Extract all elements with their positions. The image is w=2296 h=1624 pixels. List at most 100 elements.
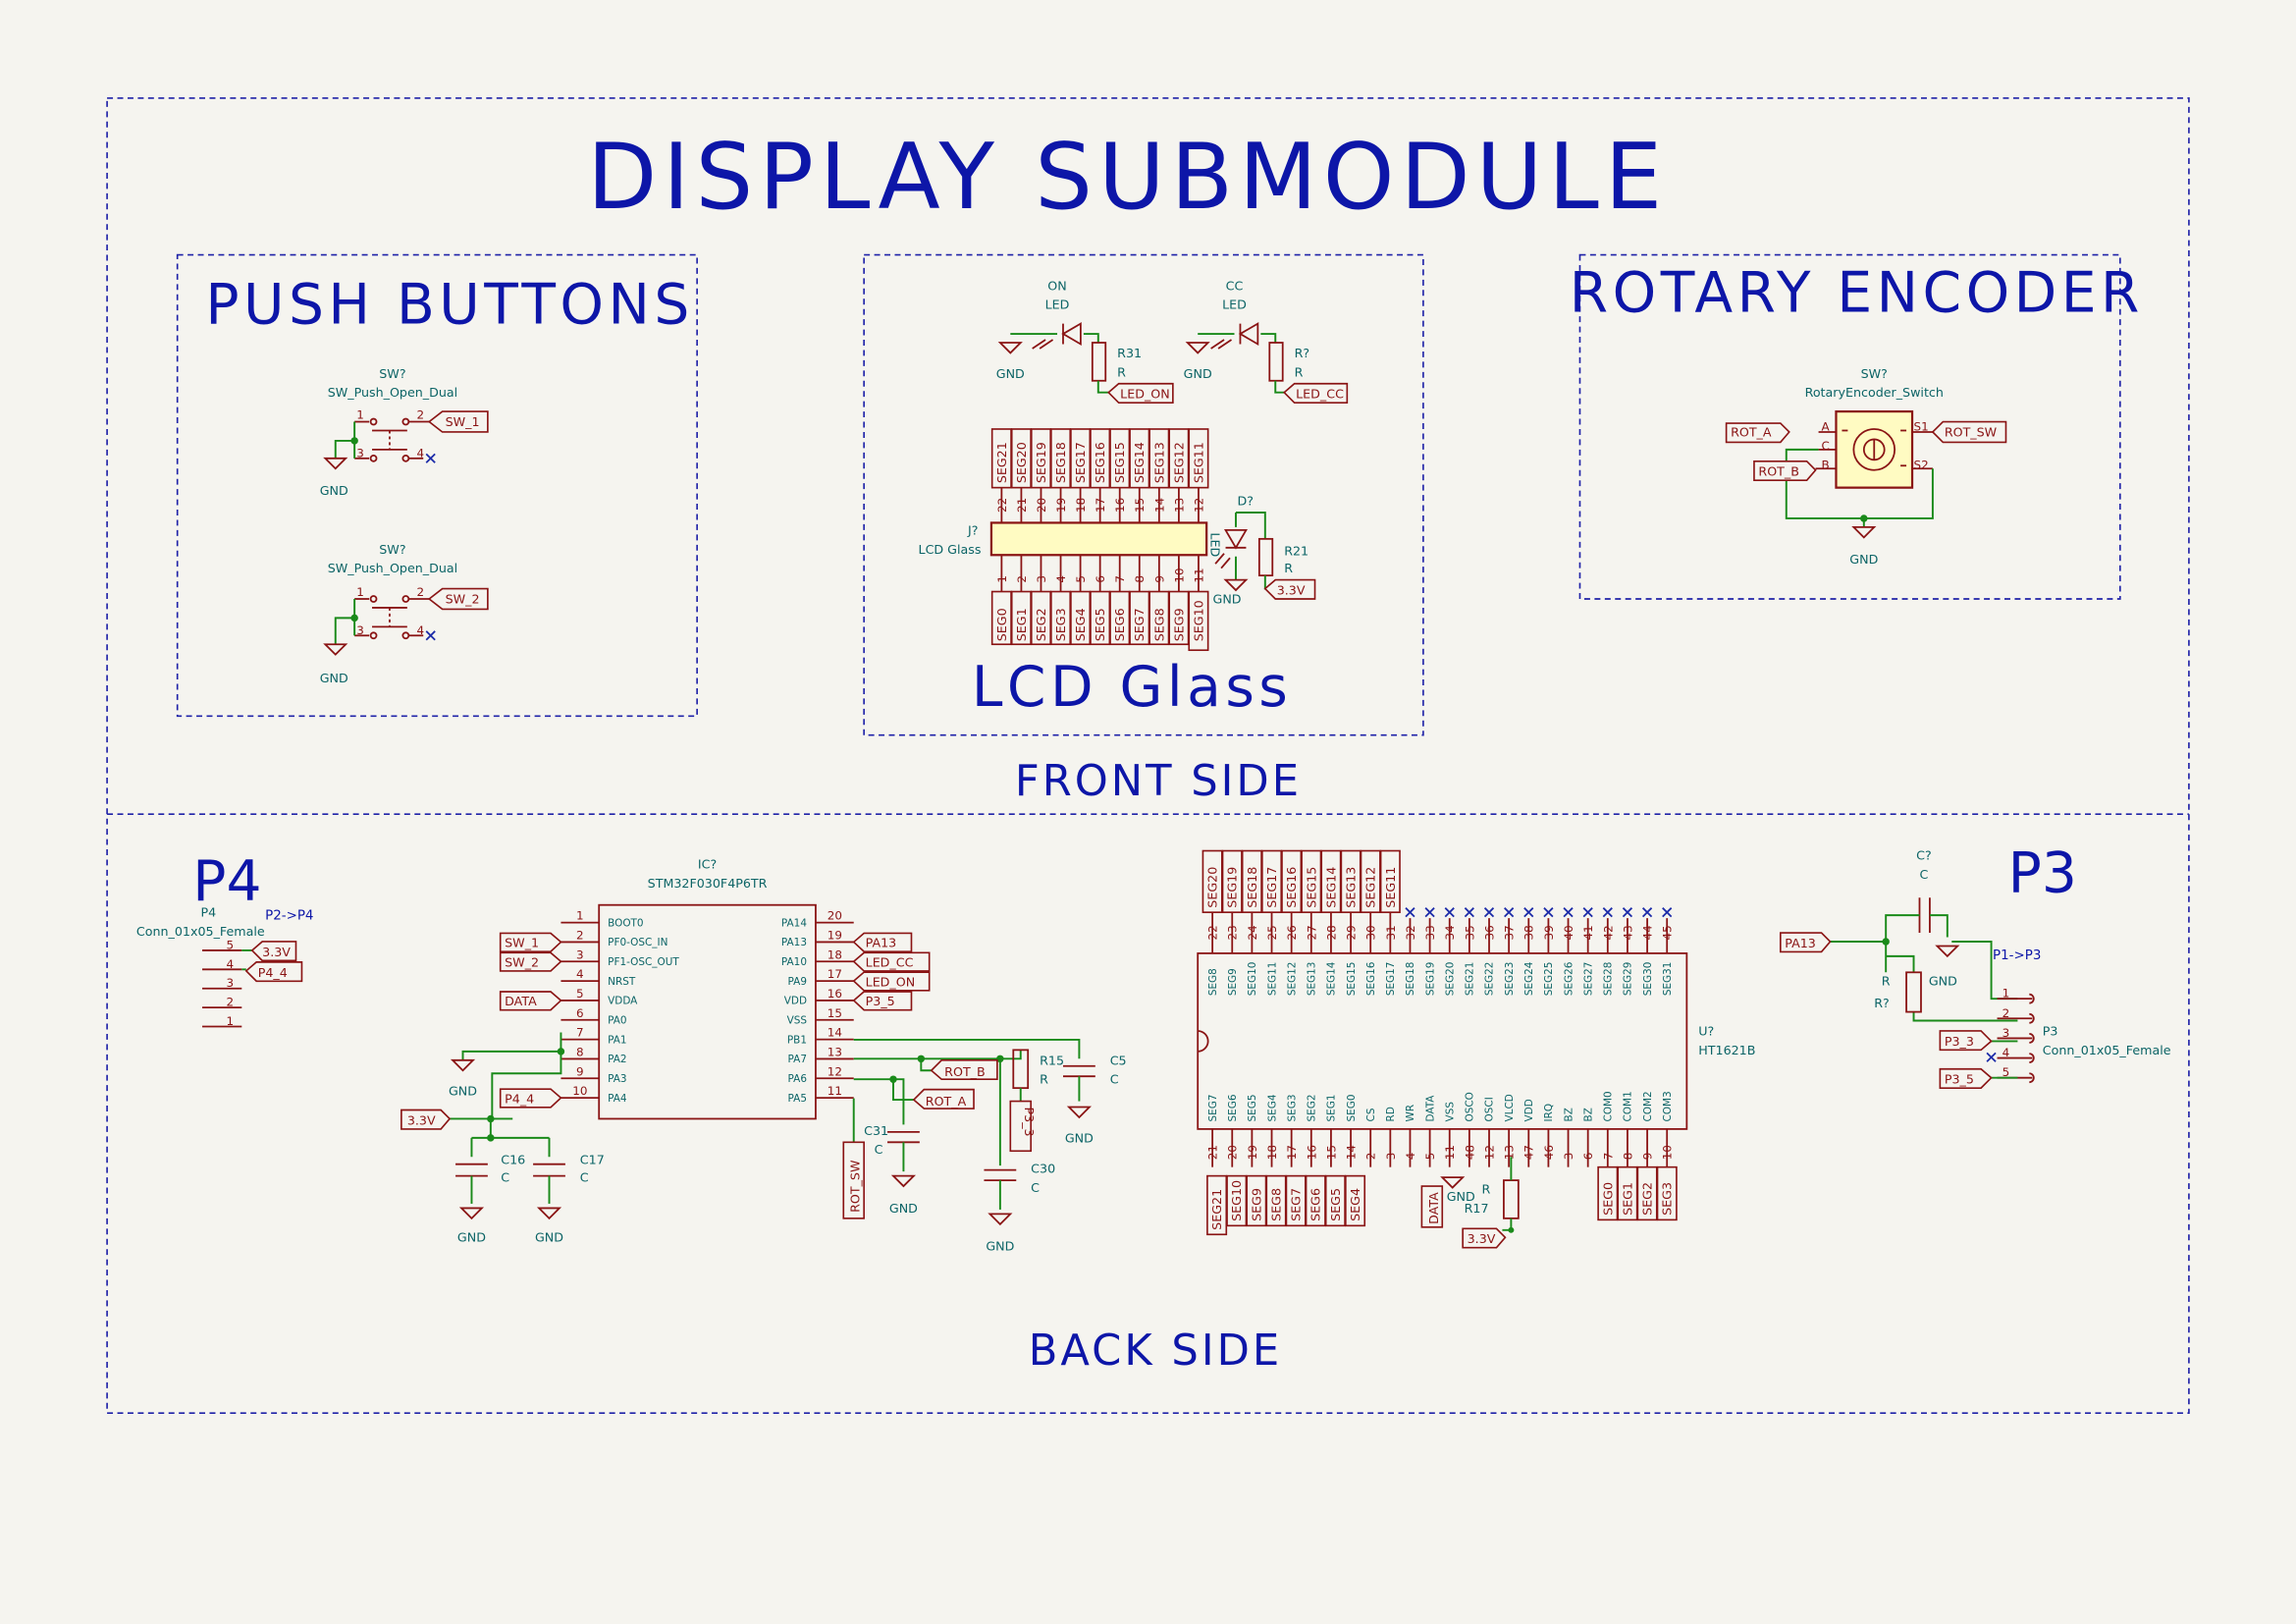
on-led-label-1: ON (1047, 278, 1066, 293)
lcd-bottom-label: SEG9 (1171, 608, 1186, 641)
lcd-top-label: SEG19 (1034, 442, 1048, 483)
lcd-top-pin-number: 16 (1113, 498, 1127, 513)
ground-icon (450, 1058, 476, 1072)
ht-top-pin-number: 22 (1206, 925, 1220, 940)
push-buttons-frame (176, 253, 698, 718)
net-label-box (250, 941, 297, 962)
ht-bottom-pin-number: 47 (1522, 1145, 1536, 1160)
resistor-icon (1257, 537, 1274, 577)
p3-title: P3 (2008, 840, 2077, 905)
ground-icon (323, 643, 348, 656)
ht-bottom-pin-name: BZ (1563, 1108, 1575, 1121)
ht-top-pin-number: 23 (1226, 925, 1240, 940)
ht-bottom-pin-number: 3 (1562, 1153, 1575, 1161)
ht-bottom-pin-number: 21 (1206, 1145, 1220, 1160)
sw2-ref: SW? (379, 542, 405, 557)
capacitor-icon (455, 1163, 488, 1177)
net-rot-b: ROT_B (1758, 464, 1799, 479)
mcu-left-pin-number: 9 (576, 1064, 584, 1078)
c16-gnd-label: GND (457, 1230, 486, 1245)
mcu-right-pin-number: 12 (828, 1064, 842, 1078)
encoder-ref: SW? (1861, 366, 1888, 381)
c17-gnd-label: GND (535, 1230, 563, 1245)
mcu-left-pin-name: PA1 (608, 1034, 626, 1046)
p3-note: P1->P3 (1993, 948, 2041, 963)
ht-bottom-pin-name: COM1 (1623, 1091, 1634, 1121)
ht-bottom-left-label: SEG6 (1308, 1188, 1323, 1221)
ht-top-pin-number: 27 (1305, 925, 1318, 940)
net-3v3-ht: 3.3V (1468, 1231, 1496, 1246)
outer-frame (106, 97, 2190, 1415)
socket-icon (2029, 1053, 2035, 1063)
sw1-pin2: 2 (416, 408, 424, 422)
ht-bottom-pin-name: DATA (1424, 1095, 1436, 1122)
encoder-pin-c: C (1822, 439, 1830, 453)
mcu-left-pin-number: 4 (576, 967, 584, 981)
net-rot-b-mcu: ROT_B (944, 1064, 985, 1079)
lcd-bottom-pin-number: 7 (1113, 575, 1127, 583)
p3-pin-number: 1 (2002, 987, 2010, 1001)
backlight-value: LED (1208, 532, 1223, 557)
mcu-left-pin-name: PF0-OSC_IN (608, 937, 667, 948)
c17-value: C (580, 1170, 589, 1185)
ht-top-pin-number: 24 (1246, 925, 1259, 940)
net-pa13-p3: PA13 (1785, 936, 1816, 950)
backlight-ref: D? (1237, 494, 1253, 509)
c17-ref: C17 (580, 1153, 605, 1167)
net-label-box (1462, 1227, 1507, 1249)
ht-top-pin-number: 38 (1522, 925, 1536, 940)
mcu-left-net: SW_2 (505, 954, 539, 969)
ht-bottom-pin-name: COM0 (1603, 1091, 1615, 1121)
ht-top-pin-number: 43 (1621, 925, 1634, 940)
lcd-top-pin-number: 19 (1054, 498, 1068, 513)
sw1-pin3: 3 (356, 446, 364, 460)
mcu-left-pin-name: VDDA (608, 996, 638, 1007)
lcd-bottom-label: SEG7 (1132, 608, 1147, 641)
mcu-right-pin-name: VDD (784, 996, 807, 1007)
push-buttons-title: PUSH BUTTONS (205, 273, 693, 338)
lcd-bottom-label: SEG1 (1014, 608, 1029, 641)
mcu-right-pin-number: 17 (828, 967, 842, 981)
ht-top-pin-number: 33 (1423, 925, 1437, 940)
r17-value: R (1482, 1182, 1491, 1197)
p3-res-ref: R? (1874, 996, 1890, 1010)
p3-ref: P3 (2043, 1023, 2058, 1038)
encoder-pin-b: B (1822, 458, 1830, 471)
ht-bottom-pin-number: 12 (1482, 1145, 1496, 1160)
mcu-left-net: DATA (505, 994, 537, 1008)
ht-bottom-left-label: SEG4 (1348, 1188, 1362, 1221)
ht-bottom-pin-number: 19 (1246, 1145, 1259, 1160)
lcd-top-pin-number: 22 (995, 498, 1009, 513)
ground-icon (890, 1174, 917, 1188)
net-label-box (852, 991, 913, 1011)
net-label-box (912, 1088, 975, 1110)
resistor-icon (1091, 342, 1107, 382)
ht-top-pin-name: SEG26 (1563, 962, 1575, 997)
mcu-right-pin-number: 11 (828, 1084, 842, 1098)
ht-bottom-pin-number: 10 (1661, 1145, 1675, 1160)
sw2-pin4: 4 (416, 623, 424, 637)
ht-bottom-pin-number: 7 (1601, 1153, 1615, 1161)
encoder-gnd-label: GND (1849, 552, 1878, 567)
led-icon (1238, 322, 1259, 347)
resistor-icon (1905, 971, 1922, 1013)
r31-ref: R31 (1117, 346, 1142, 360)
c30-value: C (1031, 1180, 1040, 1195)
lcd-top-pin-number: 14 (1152, 498, 1166, 513)
cc-led-label-2: LED (1222, 298, 1247, 312)
ground-icon (1185, 342, 1210, 354)
mcu-right-pin-number: 13 (828, 1045, 842, 1058)
net-mcu-3v3: 3.3V (407, 1112, 436, 1127)
lcd-top-label: SEG13 (1151, 442, 1166, 483)
mcu-left-pin-name: PF1-OSC_OUT (608, 956, 679, 968)
c30-ref: C30 (1031, 1162, 1055, 1176)
r21-value: R (1284, 561, 1293, 575)
net-label-box (499, 991, 562, 1011)
net-label-box (1779, 932, 1832, 953)
ht-bottom-pin-number: 20 (1226, 1145, 1240, 1160)
mcu-right-pin-name: PA6 (788, 1073, 807, 1085)
net-label-box (930, 1058, 998, 1081)
